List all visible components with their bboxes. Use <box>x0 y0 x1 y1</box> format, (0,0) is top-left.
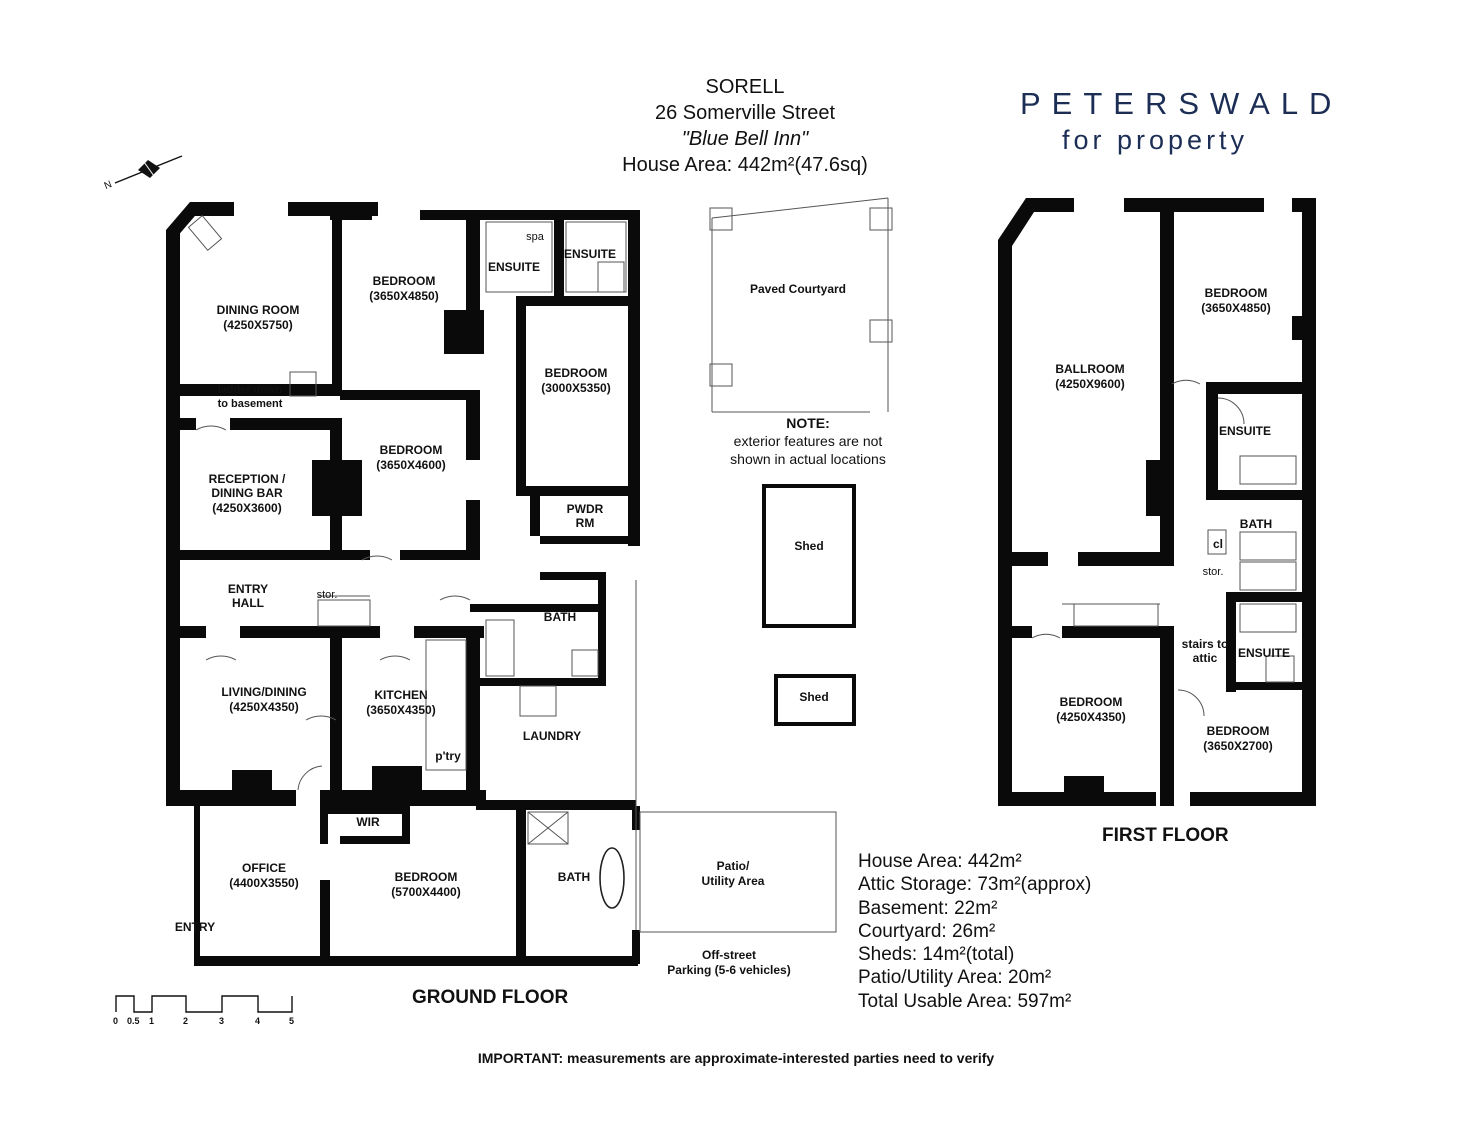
entry-label: ENTRY <box>175 920 215 934</box>
room-dining-dims: (4250X5750) <box>223 318 292 332</box>
scale-label-3: 3 <box>219 1016 224 1026</box>
scale-label-0-5: 0.5 <box>127 1016 140 1026</box>
property-name: "Blue Bell Inn" <box>681 128 809 150</box>
bath2-label: BATH <box>558 870 590 884</box>
ff-ensuite1-label: ENSUITE <box>1219 424 1271 438</box>
first-floor-fixtures <box>1031 379 1297 717</box>
first-floor-walls <box>998 198 1316 806</box>
scale-label-1: 1 <box>149 1016 154 1026</box>
area-sheds: Sheds: 14m²(total) <box>858 944 1015 966</box>
area-courtyard: Courtyard: 26m² <box>858 920 996 942</box>
room-ballroom-name: BALLROOM <box>1055 362 1124 376</box>
room-bedroom3-dims: (3650X4600) <box>376 458 445 472</box>
pwdr-line2: RM <box>576 516 595 530</box>
room-bedroom3-name: BEDROOM <box>380 443 443 457</box>
ground-floor-fixtures <box>187 215 837 933</box>
note-title: NOTE: <box>786 415 830 431</box>
scale-label-0: 0 <box>113 1016 118 1026</box>
reception-line1: RECEPTION / <box>209 472 286 486</box>
room-office-name: OFFICE <box>242 861 286 875</box>
ff-bedroom2-dims: (4250X4350) <box>1056 710 1125 724</box>
ground-floor-walls <box>166 202 640 966</box>
room-living-name: LIVING/DINING <box>221 685 306 699</box>
scale-bar: 0 0.5 1 2 3 4 5 <box>113 995 294 1026</box>
ff-cl-label: cl <box>1213 537 1223 551</box>
ff-bedroom3-name: BEDROOM <box>1207 724 1270 738</box>
suburb: SORELL <box>705 76 785 98</box>
ground-floor-title: GROUND FLOOR <box>412 987 569 1008</box>
stairs-line2: attic <box>1193 651 1218 665</box>
shed2-label: Shed <box>799 690 828 704</box>
pantry-label: p'try <box>435 749 461 763</box>
ensuite-spa-label: ENSUITE <box>488 260 540 274</box>
room-bedroom2-dims: (3000X5350) <box>541 381 610 395</box>
entry-hall-line1: ENTRY <box>228 582 268 596</box>
room-bedroom2-name: BEDROOM <box>545 366 608 380</box>
shed-outline-1 <box>762 484 856 628</box>
laundry-label: LAUNDRY <box>523 729 581 743</box>
logo-wordmark: PETERSWALD <box>1020 86 1343 121</box>
spa-label: spa <box>526 231 545 243</box>
bath1-label: BATH <box>544 610 576 624</box>
ff-ensuite2-label: ENSUITE <box>1238 646 1290 660</box>
parking-line1: Off-street <box>702 948 756 962</box>
ff-bedroom1-name: BEDROOM <box>1205 286 1268 300</box>
stor-label: stor. <box>317 589 338 601</box>
scale-label-2: 2 <box>183 1016 188 1026</box>
ensuite2-label: ENSUITE <box>564 247 616 261</box>
room-bedroom1-name: BEDROOM <box>373 274 436 288</box>
area-patio: Patio/Utility Area: 20m² <box>858 967 1052 989</box>
room-bedroom1-dims: (3650X4850) <box>369 289 438 303</box>
room-office-dims: (4400X3550) <box>229 876 298 890</box>
room-living-dims: (4250X4350) <box>229 700 298 714</box>
patio-line1: Patio/ <box>717 859 750 873</box>
stairs-line1: stairs to <box>1182 637 1229 651</box>
area-house: House Area: 442m² <box>858 851 1022 872</box>
ff-bedroom2-name: BEDROOM <box>1060 695 1123 709</box>
area-attic: Attic Storage: 73m²(approx) <box>858 874 1092 896</box>
room-bedroom4-name: BEDROOM <box>395 870 458 884</box>
scale-label-4: 4 <box>255 1016 260 1026</box>
ladder-label-2: to basement <box>218 398 283 410</box>
north-label: N <box>103 179 114 192</box>
parking-line2: Parking (5-6 vehicles) <box>667 963 790 977</box>
ff-bedroom1-dims: (3650X4850) <box>1201 301 1270 315</box>
logo-tagline: for property <box>1062 125 1249 155</box>
property-title: SORELL 26 Somerville Street "Blue Bell I… <box>560 74 930 178</box>
wir-label: WIR <box>356 815 380 829</box>
courtyard-outline <box>709 197 893 413</box>
courtyard-label: Paved Courtyard <box>750 282 846 296</box>
area-basement: Basement: 22m² <box>858 897 998 919</box>
room-ballroom-dims: (4250X9600) <box>1055 377 1124 391</box>
room-kitchen-name: KITCHEN <box>374 688 427 702</box>
first-floor-title: FIRST FLOOR <box>1102 825 1229 846</box>
note-line2: shown in actual locations <box>730 451 886 467</box>
reception-line2: DINING BAR <box>211 486 283 500</box>
ff-bedroom3-dims: (3650X2700) <box>1203 739 1272 753</box>
ladder-label-1: ladder down <box>218 384 283 396</box>
ff-stor-label: stor. <box>1203 566 1224 578</box>
room-kitchen-dims: (3650X4350) <box>366 703 435 717</box>
house-area-header: House Area: 442m²(47.6sq) <box>622 154 868 176</box>
shed1-label: Shed <box>794 539 823 553</box>
patio-line2: Utility Area <box>702 874 765 888</box>
room-dining-name: DINING ROOM <box>217 303 300 317</box>
pwdr-line1: PWDR <box>567 502 604 516</box>
north-arrow-icon: N <box>103 155 183 192</box>
area-total: Total Usable Area: 597m² <box>858 990 1072 1012</box>
reception-dims: (4250X3600) <box>212 501 281 515</box>
shed-outline-2 <box>774 674 856 726</box>
note-line1: exterior features are not <box>734 433 883 449</box>
entry-hall-line2: HALL <box>232 596 264 610</box>
area-summary: House Area: 442m² Attic Storage: 73m²(ap… <box>858 850 1091 1013</box>
scale-label-5: 5 <box>289 1016 294 1026</box>
ff-bath-label: BATH <box>1240 517 1272 531</box>
room-bedroom4-dims: (5700X4400) <box>391 885 460 899</box>
address: 26 Somerville Street <box>654 102 836 124</box>
important-notice: IMPORTANT: measurements are approximate-… <box>477 1050 995 1066</box>
